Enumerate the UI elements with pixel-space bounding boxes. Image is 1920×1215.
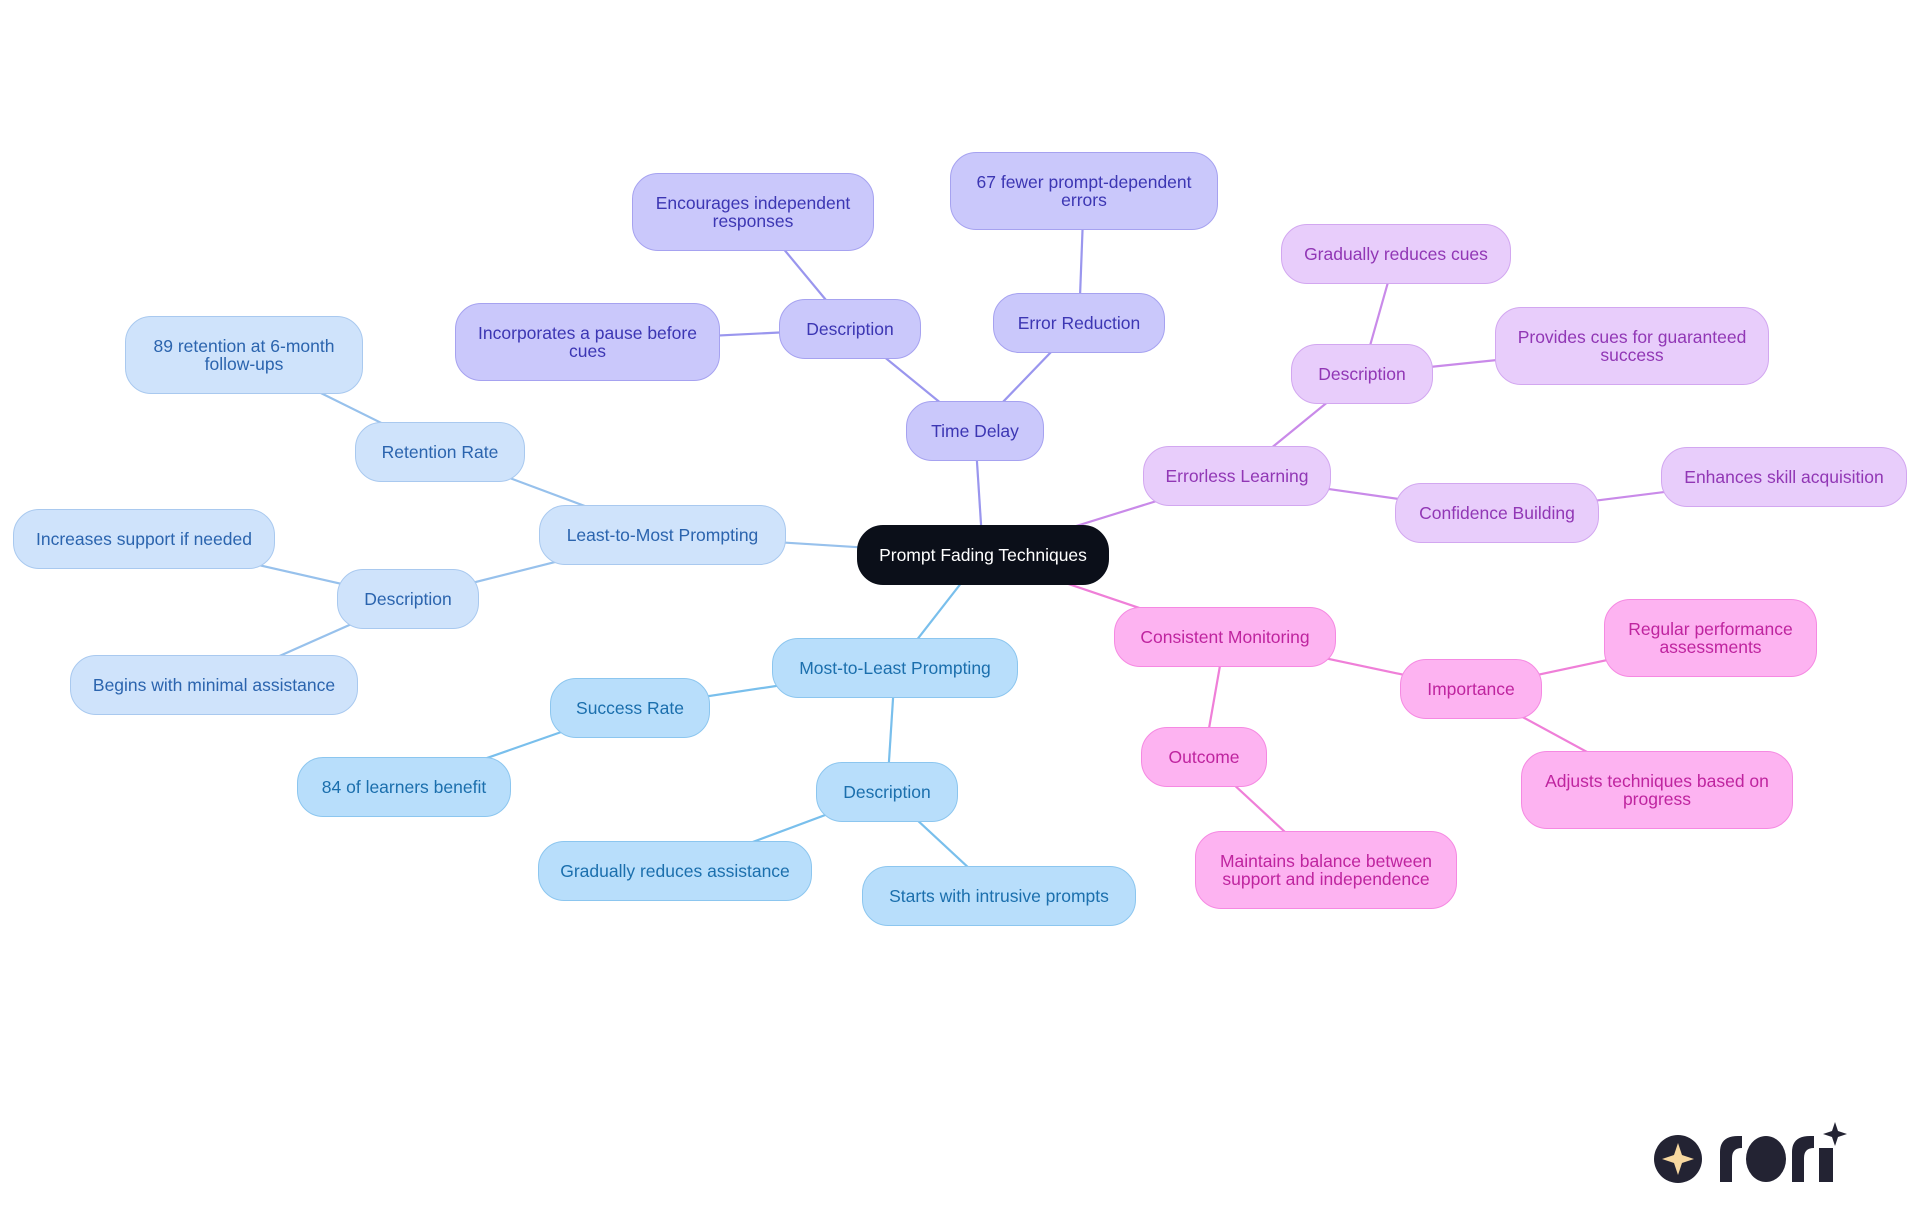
rori-logo-graphic — [1654, 1122, 1847, 1183]
regular-assessments-node: Regular performance assessments — [1604, 599, 1817, 677]
star-icon — [1823, 1122, 1847, 1146]
error-reduction-node: Error Reduction — [993, 293, 1165, 353]
pause-before-cues-node: Incorporates a pause before cues — [455, 303, 720, 381]
minimal-assistance-node: Begins with minimal assistance — [70, 655, 358, 715]
fewer-errors-node: 67 fewer prompt-dependent errors — [950, 152, 1218, 230]
retention-followups-node: 89 retention at 6-month follow-ups — [125, 316, 363, 394]
retention-rate-node: Retention Rate — [355, 422, 525, 482]
least-to-most-node: Least-to-Most Prompting — [539, 505, 786, 565]
logo-letter-o — [1746, 1136, 1786, 1182]
intrusive-prompts-node: Starts with intrusive prompts — [862, 866, 1136, 926]
logo-letter-r1 — [1720, 1136, 1742, 1182]
importance-node: Importance — [1400, 659, 1542, 719]
gradually-reduces-assistance-node: Gradually reduces assistance — [538, 841, 812, 901]
consistent-monitoring-node: Consistent Monitoring — [1114, 607, 1336, 667]
gradually-reduces-cues-node: Gradually reduces cues — [1281, 224, 1511, 284]
logo-letter-i — [1819, 1148, 1833, 1182]
cues-guaranteed-success-node: Provides cues for guaranteed success — [1495, 307, 1769, 385]
logo-letter-r2 — [1792, 1136, 1814, 1182]
time-delay-node: Time Delay — [906, 401, 1044, 461]
enhances-skill-node: Enhances skill acquisition — [1661, 447, 1907, 507]
errorless-description-node: Description — [1291, 344, 1433, 404]
most-to-least-node: Most-to-Least Prompting — [772, 638, 1018, 698]
errorless-learning-node: Errorless Learning — [1143, 446, 1331, 506]
most-to-least-description-node: Description — [816, 762, 958, 822]
balance-support-node: Maintains balance between support and in… — [1195, 831, 1457, 909]
root-node: Prompt Fading Techniques — [857, 525, 1109, 585]
time-delay-description-node: Description — [779, 299, 921, 359]
least-to-most-description-node: Description — [337, 569, 479, 629]
confidence-building-node: Confidence Building — [1395, 483, 1599, 543]
rori-logo — [1652, 1122, 1862, 1194]
increases-support-node: Increases support if needed — [13, 509, 275, 569]
encourages-independent-node: Encourages independent responses — [632, 173, 874, 251]
success-rate-node: Success Rate — [550, 678, 710, 738]
outcome-node: Outcome — [1141, 727, 1267, 787]
sparkle-icon — [1662, 1143, 1694, 1175]
adjusts-techniques-node: Adjusts techniques based on progress — [1521, 751, 1793, 829]
learners-benefit-node: 84 of learners benefit — [297, 757, 511, 817]
